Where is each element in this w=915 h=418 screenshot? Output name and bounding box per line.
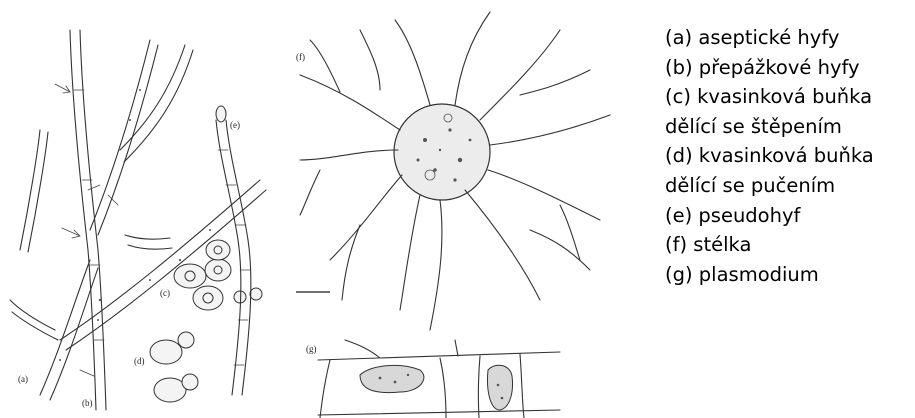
panel-label-f: (f) — [296, 52, 305, 62]
panel-label-c: (c) — [160, 288, 170, 298]
fungal-morphology-illustration: (a) (b) (c) (d) (e) — [0, 0, 640, 418]
legend-line-d: (d) kvasinková buňka — [665, 141, 915, 171]
legend: (a) aseptické hyfy (b) přepážkové hyfy (… — [665, 23, 915, 289]
hyphae-drawing — [10, 30, 266, 410]
panel-label-d: (d) — [134, 356, 145, 366]
panel-label-e: (e) — [230, 120, 240, 130]
panel-label-g: (g) — [306, 344, 317, 354]
panel-label-a: (a) — [18, 374, 28, 384]
legend-line-b: (b) přepážkové hyfy — [665, 53, 915, 83]
panel-label-b: (b) — [82, 398, 93, 408]
legend-line-g: (g) plasmodium — [665, 260, 915, 290]
fission-yeast-cells — [174, 240, 231, 310]
legend-line-c: (c) kvasinková buňka — [665, 82, 915, 112]
legend-line-c-cont: dělící se štěpením — [665, 112, 915, 142]
legend-line-e: (e) pseudohyf — [665, 201, 915, 231]
legend-line-d-cont: dělící se pučením — [665, 171, 915, 201]
plasmodium-drawing — [318, 340, 560, 418]
thallus-drawing — [300, 12, 610, 330]
legend-line-f: (f) stélka — [665, 230, 915, 260]
legend-line-a: (a) aseptické hyfy — [665, 23, 915, 53]
